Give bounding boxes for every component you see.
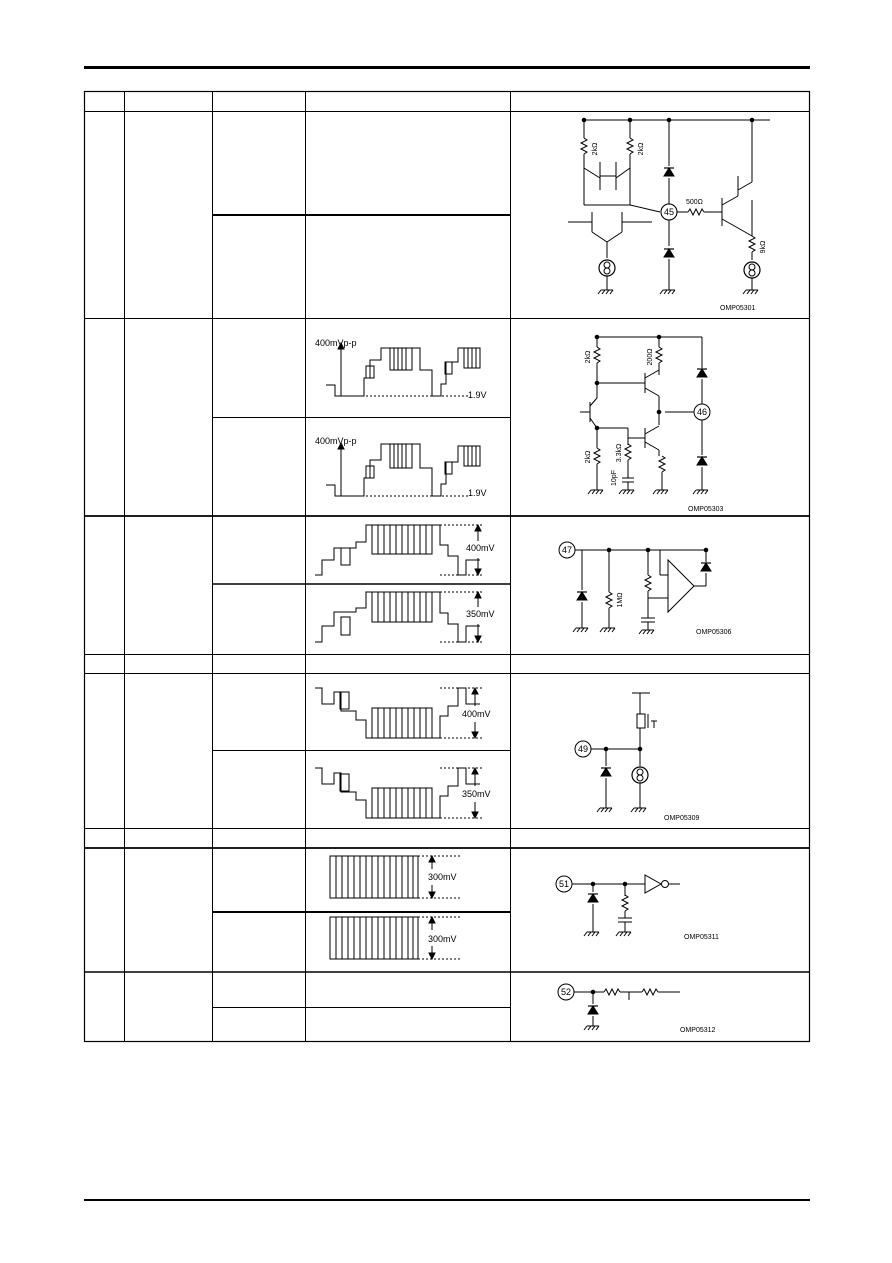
schematic-pin49: [574, 692, 657, 813]
ref-OMP05309: OMP05309: [664, 815, 700, 822]
waveform-47a: [315, 523, 484, 577]
amp-49b: 350mV: [462, 789, 491, 799]
ref-OMP05301: OMP05301: [720, 305, 756, 312]
footer-rule: [84, 1199, 810, 1201]
res46-3.3k: 3.3kΩ: [616, 444, 623, 462]
schematic-pin52: [557, 983, 680, 1031]
header-rule: [84, 66, 810, 69]
schematic-pin45: [568, 117, 770, 295]
res-9k: 9kΩ: [760, 241, 767, 254]
waveform-47b: [315, 590, 484, 644]
dc-46b: 1.9V: [468, 488, 487, 498]
amp-46b: 400mVp-p: [315, 436, 357, 446]
waveform-51b: [329, 915, 462, 961]
table-grid: [83, 90, 811, 1043]
waveform-49a: [315, 686, 484, 740]
amp-47b: 350mV: [466, 609, 495, 619]
node-46: 46: [697, 407, 707, 417]
res46-2k-b: 2kΩ: [585, 451, 592, 464]
schematic-pin51: [555, 874, 680, 937]
waveform-46a: [326, 341, 481, 397]
node-52: 52: [561, 987, 571, 997]
node-51: 51: [559, 879, 569, 889]
schematic-pin46: [580, 334, 711, 495]
amp-49a: 400mV: [462, 709, 491, 719]
node-49: 49: [578, 744, 588, 754]
ref-OMP05311: OMP05311: [684, 934, 719, 941]
res-500: 500Ω: [686, 199, 703, 206]
amp-46a: 400mVp-p: [315, 338, 357, 348]
ref-OMP05312: OMP05312: [680, 1027, 716, 1034]
waveform-51a: [329, 854, 462, 900]
amp-47a: 400mV: [466, 543, 495, 553]
amp-51b: 300mV: [428, 934, 457, 944]
dc-46a: 1.9V: [468, 390, 487, 400]
amp-51a: 300mV: [428, 872, 457, 882]
schematic-pin47: [558, 541, 712, 635]
waveform-46b: [326, 441, 481, 497]
res-2k-a: 2kΩ: [592, 143, 599, 156]
node-47: 47: [562, 545, 572, 555]
res-2k-b: 2kΩ: [638, 143, 645, 156]
ref-OMP05303: OMP05303: [688, 506, 724, 513]
res46-200: 200Ω: [647, 349, 654, 366]
ref-OMP05306: OMP05306: [696, 629, 732, 636]
node-45: 45: [664, 207, 674, 217]
waveform-49b: [315, 766, 484, 820]
res46-2k-a: 2kΩ: [585, 351, 592, 364]
cap46-10pF: 10pF: [611, 470, 618, 486]
res47-1M: 1MΩ: [617, 593, 624, 608]
